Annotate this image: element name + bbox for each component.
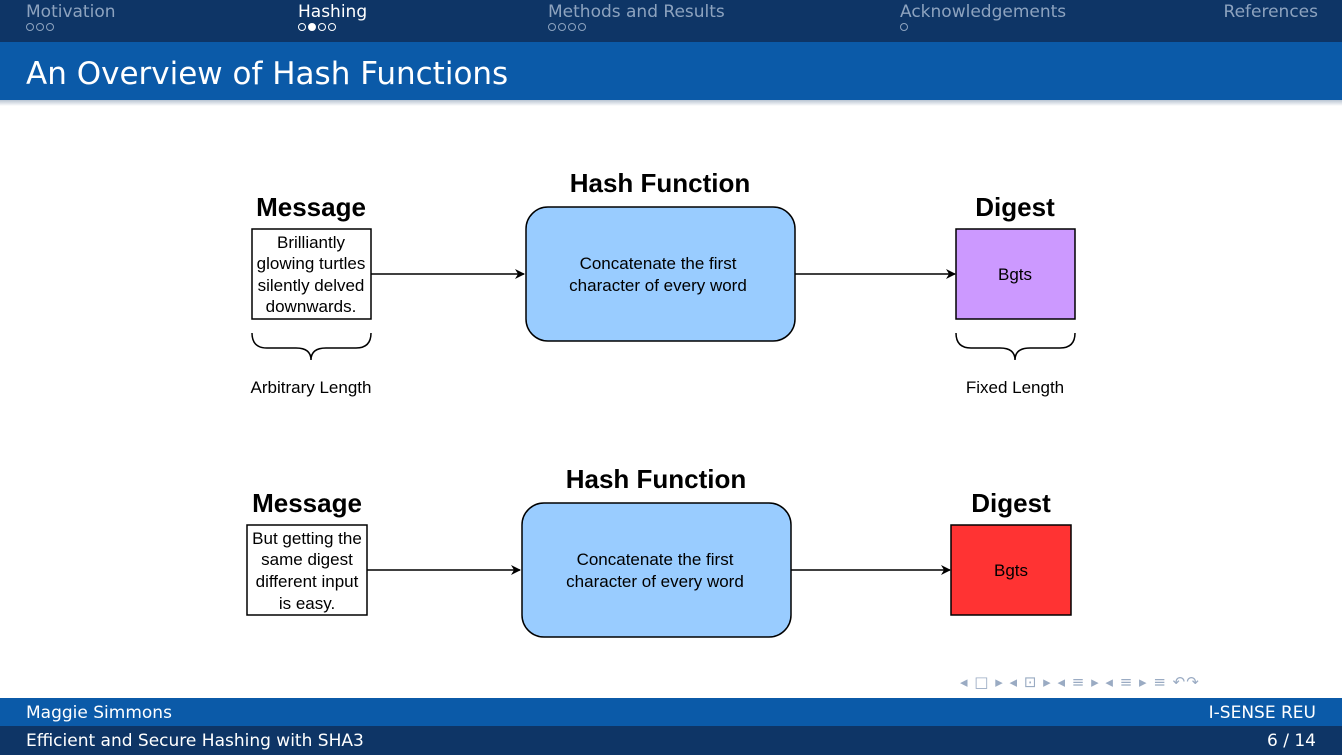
nav-section-label: Acknowledgements bbox=[900, 2, 1067, 22]
message-line: different input bbox=[256, 572, 359, 591]
nav-section-methods-and-results[interactable]: Methods and Results bbox=[548, 2, 725, 31]
footer-page-number: 6 / 14 bbox=[1267, 731, 1316, 751]
section-navigation-bar: Motivation Hashing Methods and Results A… bbox=[0, 0, 1342, 42]
digest-heading: Digest bbox=[971, 488, 1051, 518]
nav-section-label: Methods and Results bbox=[548, 2, 725, 22]
hash-line: Concatenate the first bbox=[580, 254, 737, 273]
frame-title-bar: An Overview of Hash Functions bbox=[0, 42, 1342, 100]
title-shadow bbox=[0, 100, 1342, 106]
footer-author: Maggie Simmons bbox=[26, 703, 172, 723]
nav-dot[interactable] bbox=[46, 23, 54, 31]
digest-heading: Digest bbox=[975, 192, 1055, 222]
nav-section-acknowledgements[interactable]: Acknowledgements bbox=[900, 2, 1066, 31]
nav-dot[interactable] bbox=[558, 23, 566, 31]
message-line: is easy. bbox=[279, 594, 335, 613]
nav-section-dots bbox=[900, 23, 1066, 31]
nav-section-references[interactable]: References bbox=[1224, 2, 1318, 23]
nav-dot[interactable] bbox=[900, 23, 908, 31]
digest-caption: Fixed Length bbox=[966, 378, 1064, 397]
hash-function-box bbox=[525, 206, 796, 342]
footer-title-bar: Efficient and Secure Hashing with SHA3 6… bbox=[0, 726, 1342, 755]
nav-section-dots bbox=[298, 23, 367, 31]
nav-section-label: Hashing bbox=[298, 2, 368, 22]
nav-dot[interactable] bbox=[578, 23, 586, 31]
digest-box bbox=[955, 228, 1076, 320]
message-box bbox=[246, 524, 368, 616]
hash-line: character of every word bbox=[566, 572, 744, 591]
hash-heading: Hash Function bbox=[570, 168, 751, 198]
message-box bbox=[251, 228, 372, 320]
nav-dot[interactable] bbox=[548, 23, 556, 31]
nav-dot[interactable] bbox=[308, 23, 316, 31]
digest-brace bbox=[955, 332, 1076, 361]
hash-function-box bbox=[521, 502, 792, 638]
footer-talk-title: Efficient and Secure Hashing with SHA3 bbox=[26, 731, 364, 751]
nav-dot[interactable] bbox=[318, 23, 326, 31]
message-line: glowing turtles bbox=[257, 254, 366, 273]
message-line: same digest bbox=[261, 550, 353, 569]
message-line: downwards. bbox=[266, 297, 357, 316]
message-heading: Message bbox=[252, 488, 362, 518]
digest-box bbox=[950, 524, 1072, 616]
digest-text: Bgts bbox=[994, 561, 1028, 580]
beamer-navigation-symbols[interactable]: ◂ □ ▸ ◂ ⊡ ▸ ◂ ≡ ▸ ◂ ≡ ▸ ≡ ↶↷ bbox=[960, 673, 1200, 691]
footer-institute: I-SENSE REU bbox=[1208, 703, 1316, 723]
nav-dot[interactable] bbox=[328, 23, 336, 31]
message-line: Brilliantly bbox=[277, 233, 346, 252]
nav-dot[interactable] bbox=[36, 23, 44, 31]
nav-section-motivation[interactable]: Motivation bbox=[26, 2, 116, 31]
nav-dot[interactable] bbox=[298, 23, 306, 31]
nav-section-dots bbox=[548, 23, 725, 31]
nav-dot[interactable] bbox=[568, 23, 576, 31]
nav-dot[interactable] bbox=[26, 23, 34, 31]
message-line: But getting the bbox=[252, 529, 362, 548]
nav-section-hashing[interactable]: Hashing bbox=[298, 2, 367, 31]
slide-title: An Overview of Hash Functions bbox=[26, 56, 509, 92]
digest-text: Bgts bbox=[998, 265, 1032, 284]
hash-heading: Hash Function bbox=[566, 464, 747, 494]
diagram-row-1: Message Brilliantly glowing turtles sile… bbox=[251, 168, 1076, 397]
footer-author-bar: Maggie Simmons I-SENSE REU bbox=[0, 698, 1342, 726]
hash-line: character of every word bbox=[569, 276, 747, 295]
hash-line: Concatenate the first bbox=[577, 550, 734, 569]
nav-section-dots bbox=[26, 23, 116, 31]
message-brace bbox=[251, 332, 372, 361]
nav-section-label: Motivation bbox=[26, 2, 116, 22]
message-line: silently delved bbox=[258, 276, 365, 295]
nav-section-label: References bbox=[1223, 2, 1318, 22]
message-heading: Message bbox=[256, 192, 366, 222]
message-caption: Arbitrary Length bbox=[251, 378, 372, 397]
diagram-row-2: Message But getting the same digest diff… bbox=[246, 464, 1072, 638]
